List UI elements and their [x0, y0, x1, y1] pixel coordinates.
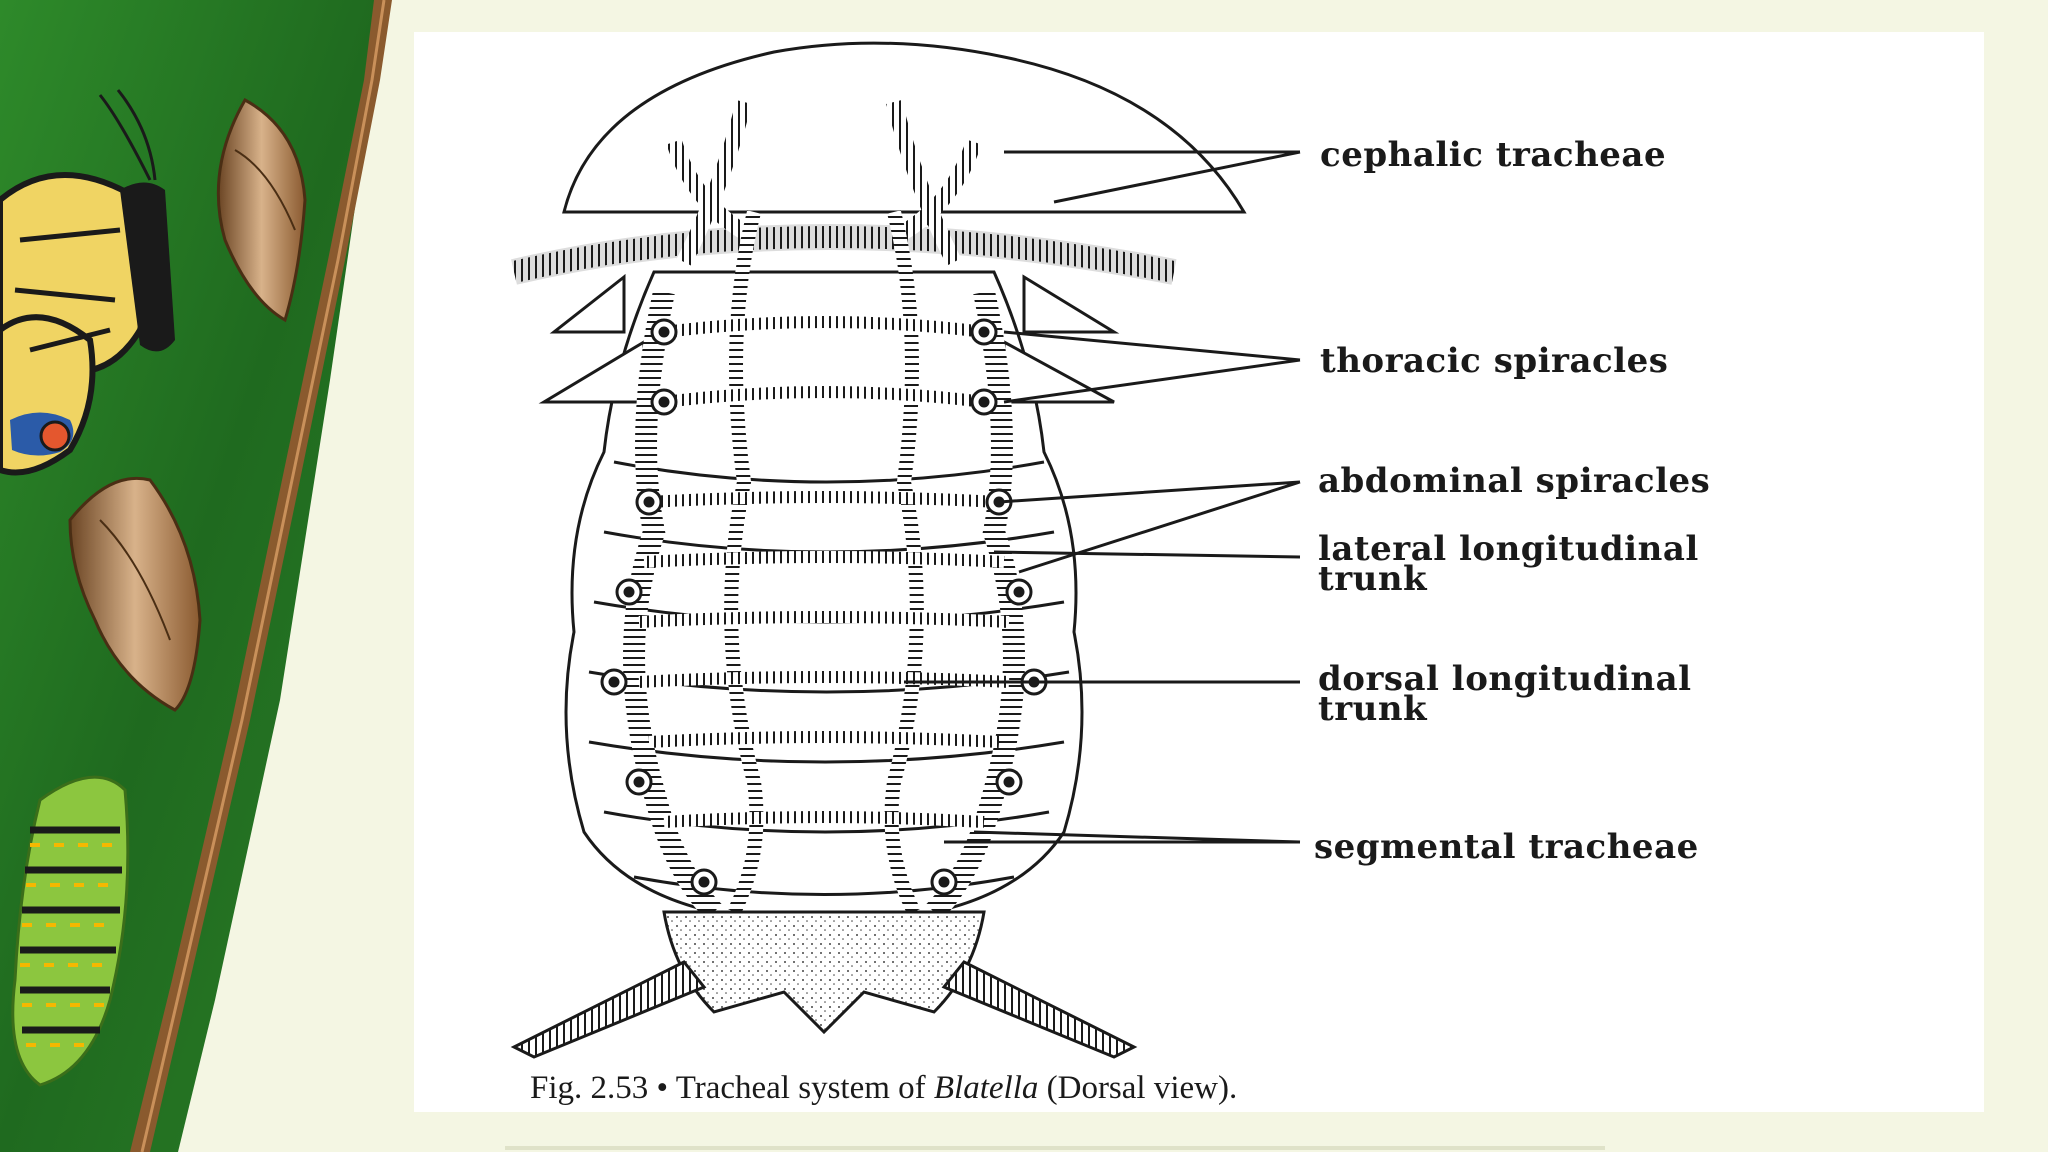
tracheal-system-diagram	[510, 41, 1301, 1059]
upper-pupa-icon	[216, 97, 307, 323]
label-segmental-tracheae: segmental tracheae	[1314, 827, 1699, 867]
label-dorsal-longitudinal-trunk: dorsal longitudinal trunk	[1318, 659, 1692, 729]
metamorphosis-artwork	[0, 0, 392, 1152]
caption-suffix: (Dorsal view).	[1038, 1070, 1238, 1106]
lateral-trunk-right	[926, 289, 1025, 920]
transverse-head-trachea	[511, 226, 1177, 283]
label-lateral-longitudinal-trunk: lateral longitudinal trunk	[1318, 529, 1699, 599]
stem	[130, 0, 392, 1152]
figure-caption: Fig. 2.53 • Tracheal system of Blatella …	[530, 1070, 1237, 1107]
segmental-tracheae	[638, 316, 1010, 828]
bottom-divider	[505, 1146, 1605, 1150]
caption-prefix: Fig. 2.53 • Tracheal system of	[530, 1070, 934, 1106]
lateral-trunk-left	[623, 289, 722, 920]
thoracic-plate-right	[1022, 274, 1120, 334]
terminal-plate	[662, 910, 986, 1035]
label-thoracic-spiracles: thoracic spiracles	[1320, 341, 1669, 381]
thoracic-plate-left-2	[538, 339, 646, 404]
cephalic-tracheae-branches	[666, 100, 982, 266]
thoracic-plate-left	[549, 273, 626, 334]
caption-genus: Blatella	[933, 1070, 1039, 1106]
figure-card: cephalic tracheae thoracic spiracles abd…	[414, 32, 1984, 1112]
lower-pupa-icon	[68, 476, 202, 712]
label-cephalic-tracheae: cephalic tracheae	[1320, 135, 1667, 175]
butterfly-icon	[0, 89, 175, 476]
stem-highlight	[140, 0, 386, 1152]
caterpillar-icon	[11, 775, 130, 1087]
label-abdominal-spiracles: abdominal spiracles	[1318, 461, 1711, 501]
leader-lines	[904, 150, 1301, 844]
cercus-right	[941, 960, 1138, 1059]
cercus-left	[510, 960, 707, 1059]
